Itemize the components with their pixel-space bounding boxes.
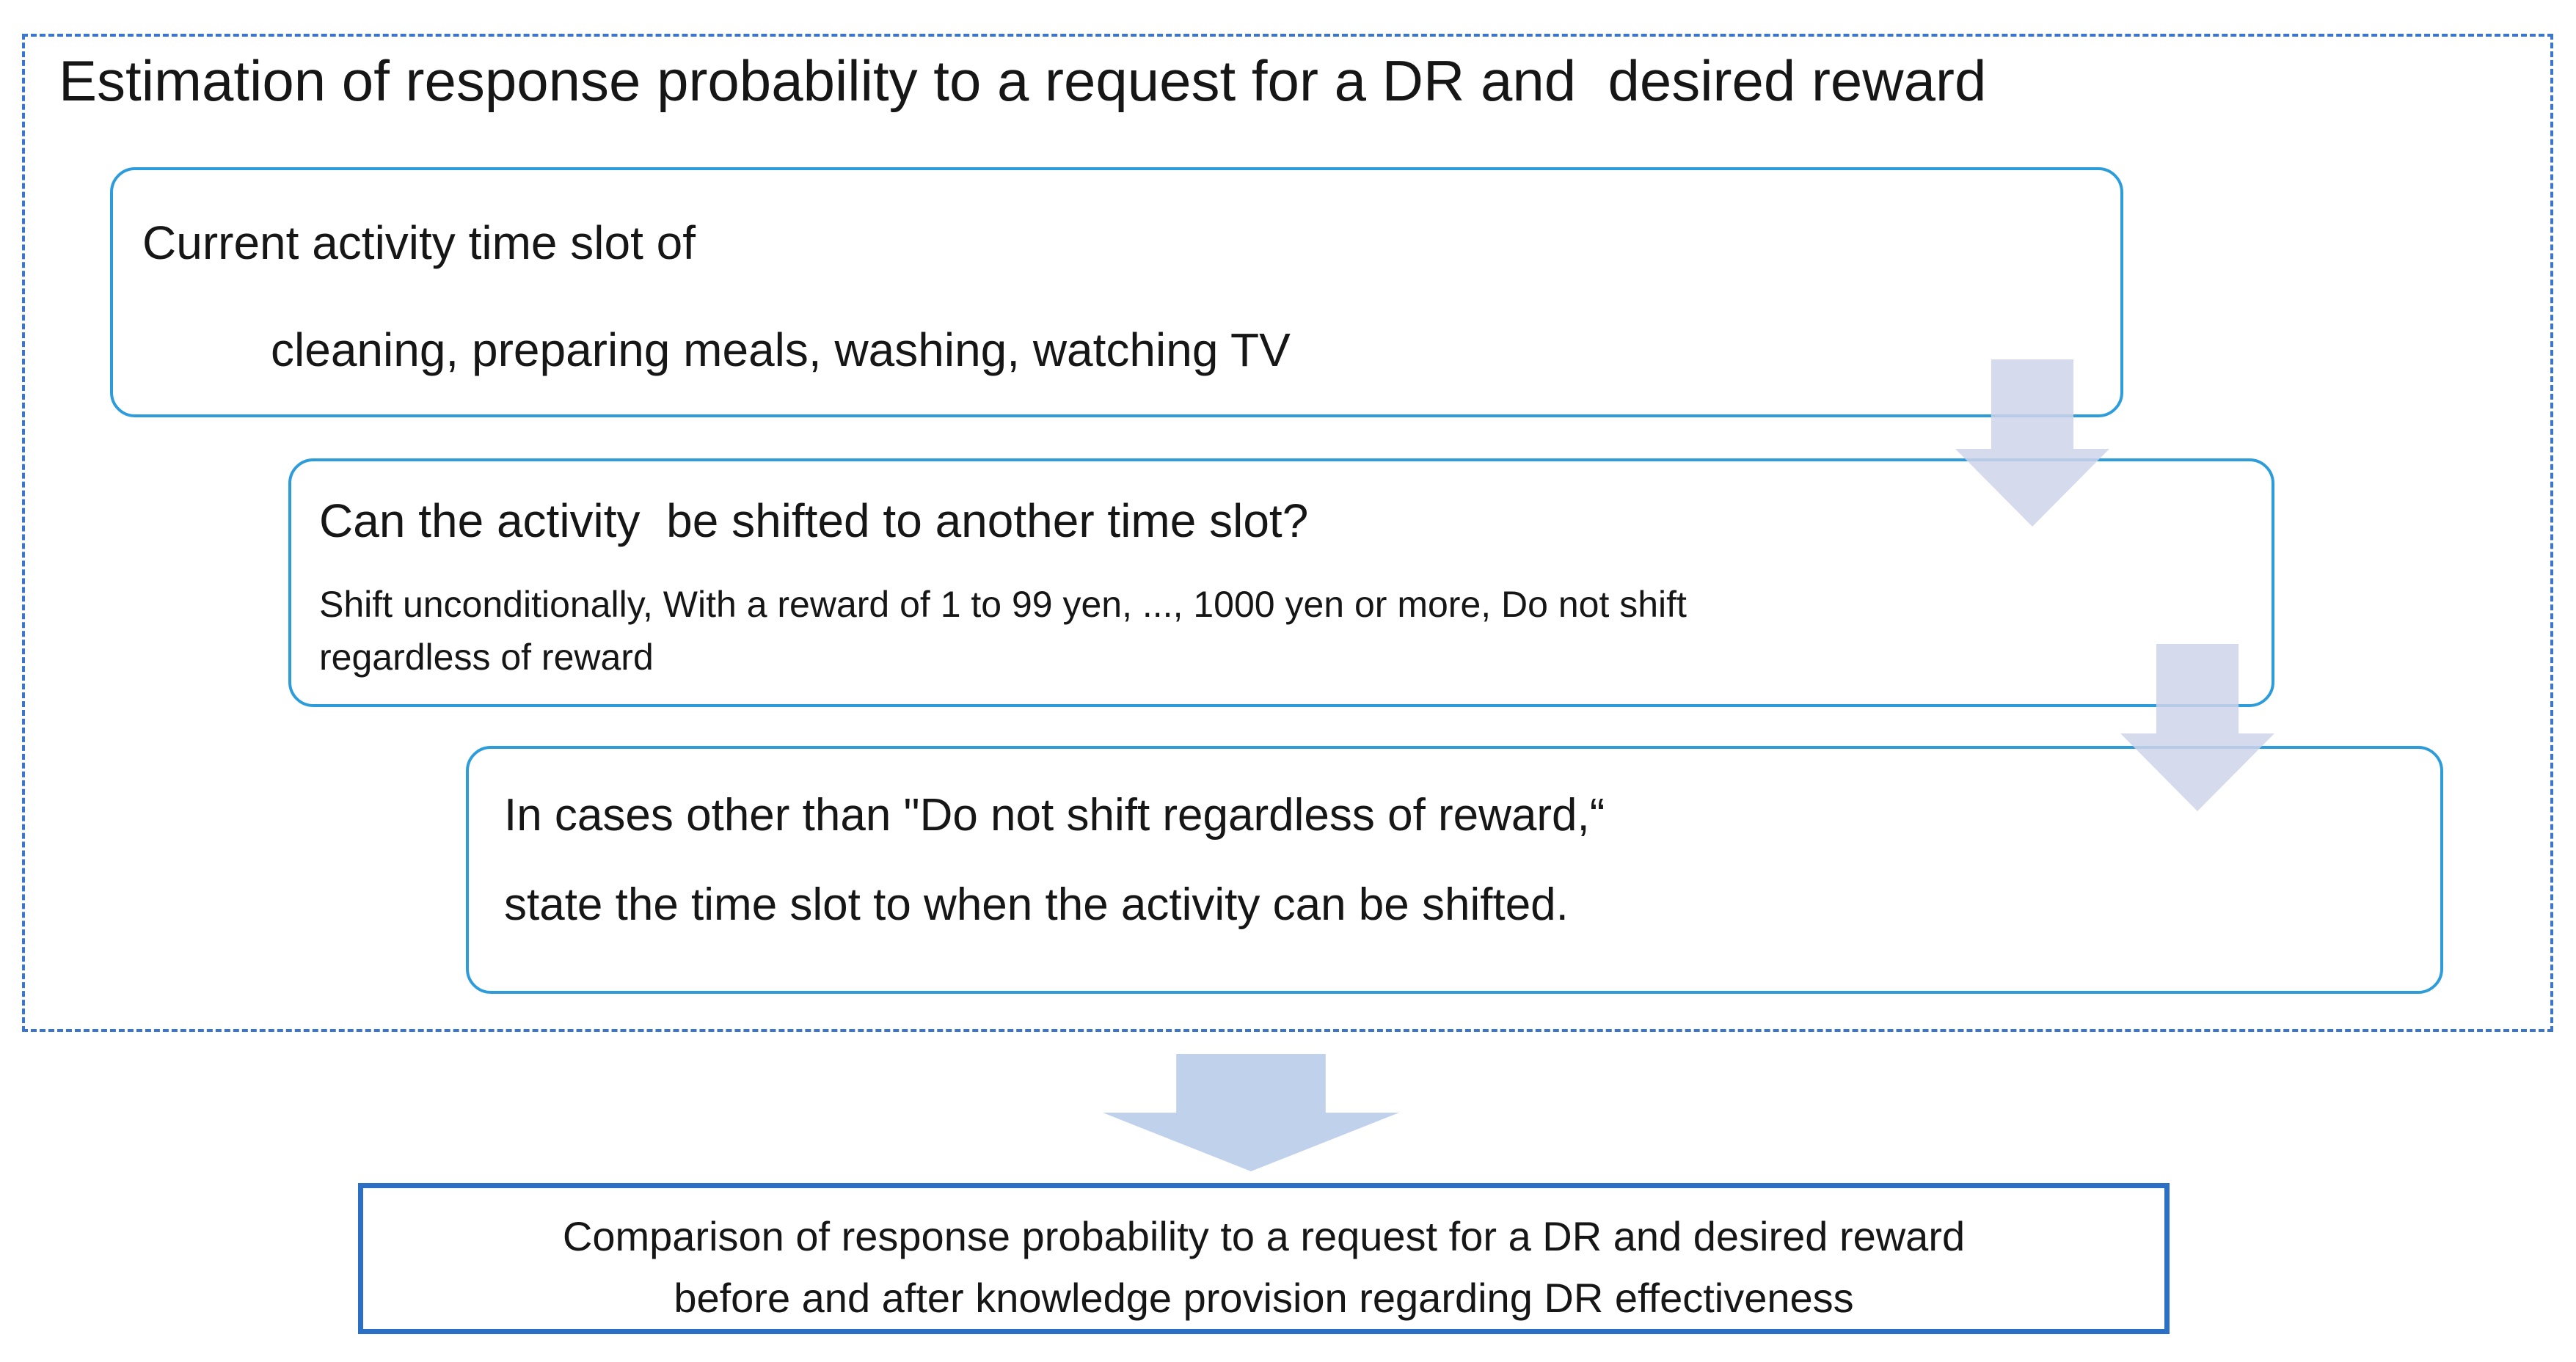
state-time-slot-line-1: In cases other than "Do not shift regard… [504, 790, 1605, 841]
estimation-outer-frame [22, 34, 2553, 1032]
result-line-1: Comparison of response probability to a … [562, 1213, 1966, 1259]
shift-question-detail-1: Shift unconditionally, With a reward of … [319, 584, 1687, 625]
result-line-2: before and after knowledge provision reg… [674, 1275, 1854, 1321]
step-box-current-activity: Current activity time slot of cleaning, … [110, 167, 2123, 417]
step-box-shift-question: Can the activity be shifted to another t… [288, 458, 2274, 707]
state-time-slot-line-2: state the time slot to when the activity… [504, 879, 1569, 930]
shift-question-detail-2: regardless of reward [319, 637, 654, 678]
result-box: Comparison of response probability to a … [358, 1183, 2170, 1334]
diagram-title: Estimation of response probability to a … [59, 48, 1987, 113]
current-activity-line-2: cleaning, preparing meals, washing, watc… [271, 323, 1291, 376]
current-activity-line-1: Current activity time slot of [142, 216, 696, 269]
shift-question-heading: Can the activity be shifted to another t… [319, 494, 1309, 547]
big-down-arrow-icon [1103, 1054, 1399, 1171]
step-box-state-time-slot: In cases other than "Do not shift regard… [466, 746, 2443, 994]
